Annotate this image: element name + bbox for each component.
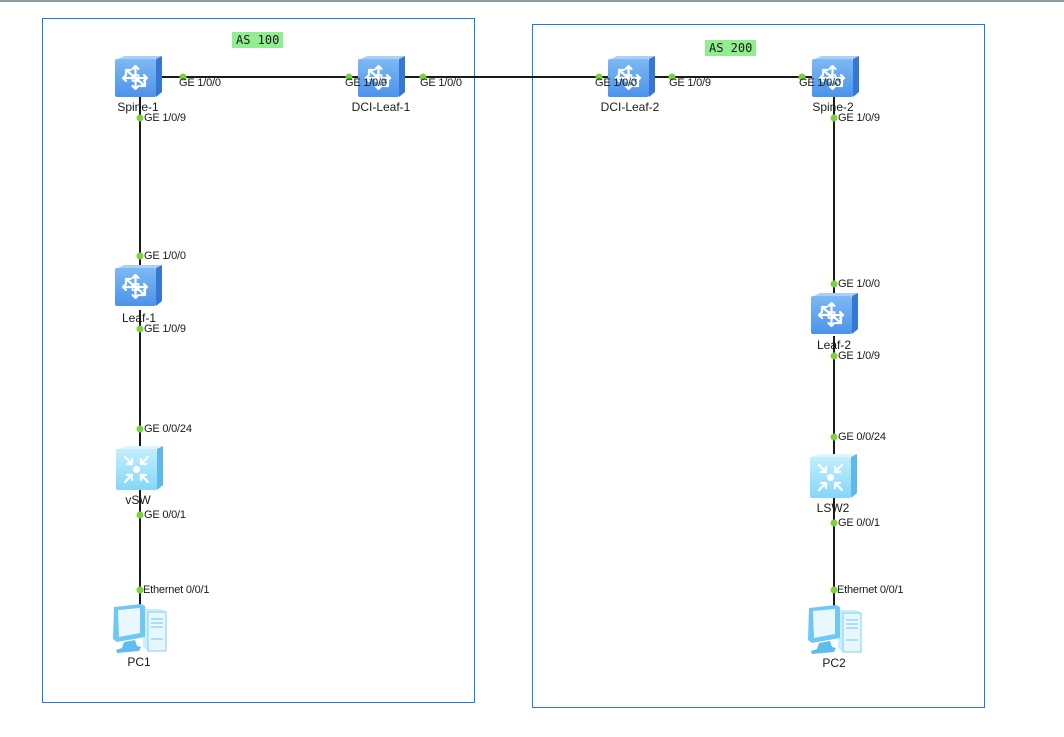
port-dot (136, 425, 144, 433)
device-label-leaf-1: Leaf-1 (121, 311, 157, 325)
port-label: Ethernet 0/0/1 (143, 584, 210, 596)
port-label: GE 1/0/0 (179, 77, 221, 89)
port-dot (345, 73, 353, 81)
switch-icon (809, 453, 859, 499)
area-frame-as200[interactable] (532, 24, 985, 708)
pc-icon (111, 603, 167, 655)
port-dot (136, 325, 144, 333)
port-dot (830, 280, 838, 288)
router-icon (114, 264, 164, 308)
device-label-leaf-2: Leaf-2 (816, 338, 852, 352)
port-label: GE 0/0/24 (838, 431, 886, 443)
port-label: GE 1/0/9 (345, 77, 387, 89)
area-frame-as100[interactable] (42, 18, 475, 703)
device-label-spine-2: Spine-2 (812, 100, 854, 114)
device-label-lsw2: LSW2 (816, 501, 850, 515)
port-dot (595, 73, 603, 81)
port-label: GE 1/0/0 (144, 250, 186, 262)
port-label: GE 0/0/1 (838, 517, 880, 529)
port-dot (136, 586, 144, 594)
device-leaf-2[interactable] (810, 292, 860, 336)
device-label-pc1: PC1 (127, 655, 151, 669)
device-leaf-1[interactable] (114, 264, 164, 308)
window-top-border (0, 0, 1064, 2)
port-dot (830, 519, 838, 527)
router-icon (114, 55, 164, 99)
port-dot (830, 352, 838, 360)
port-dot (830, 586, 838, 594)
pc-icon (806, 604, 862, 656)
port-label: GE 0/0/1 (144, 509, 186, 521)
area-label-as200[interactable]: AS 200 (705, 40, 757, 56)
port-dot (668, 73, 676, 81)
port-label: GE 1/0/9 (838, 112, 880, 124)
port-label: GE 1/0/0 (420, 77, 462, 89)
device-label-dci-leaf-1: DCI-Leaf-1 (351, 100, 411, 114)
port-label: GE 1/0/9 (669, 77, 711, 89)
device-lsw2[interactable] (809, 453, 859, 499)
port-label: Ethernet 0/0/1 (837, 584, 904, 596)
port-label: GE 1/0/0 (595, 77, 637, 89)
device-pc2[interactable] (806, 604, 862, 656)
area-label-as100[interactable]: AS 100 (232, 32, 284, 48)
device-vsw[interactable] (115, 445, 165, 491)
port-label: GE 1/0/9 (144, 323, 186, 335)
switch-icon (115, 445, 165, 491)
device-label-pc2: PC2 (822, 656, 846, 670)
device-spine-1[interactable] (114, 55, 164, 99)
router-icon (810, 292, 860, 336)
port-label: GE 1/0/9 (838, 350, 880, 362)
device-label-vsw: vSW (125, 493, 151, 507)
port-dot (798, 73, 806, 81)
port-dot (419, 73, 427, 81)
port-dot (830, 114, 838, 122)
port-dot (136, 114, 144, 122)
port-dot (136, 511, 144, 519)
device-pc1[interactable] (111, 603, 167, 655)
port-dot (179, 73, 187, 81)
port-dot (830, 433, 838, 441)
port-label: GE 1/0/9 (144, 112, 186, 124)
device-label-spine-1: Spine-1 (117, 100, 159, 114)
port-label: GE 1/0/0 (799, 77, 841, 89)
port-label: GE 1/0/0 (838, 278, 880, 290)
port-label: GE 0/0/24 (144, 423, 192, 435)
port-dot (136, 252, 144, 260)
device-label-dci-leaf-2: DCI-Leaf-2 (600, 100, 660, 114)
